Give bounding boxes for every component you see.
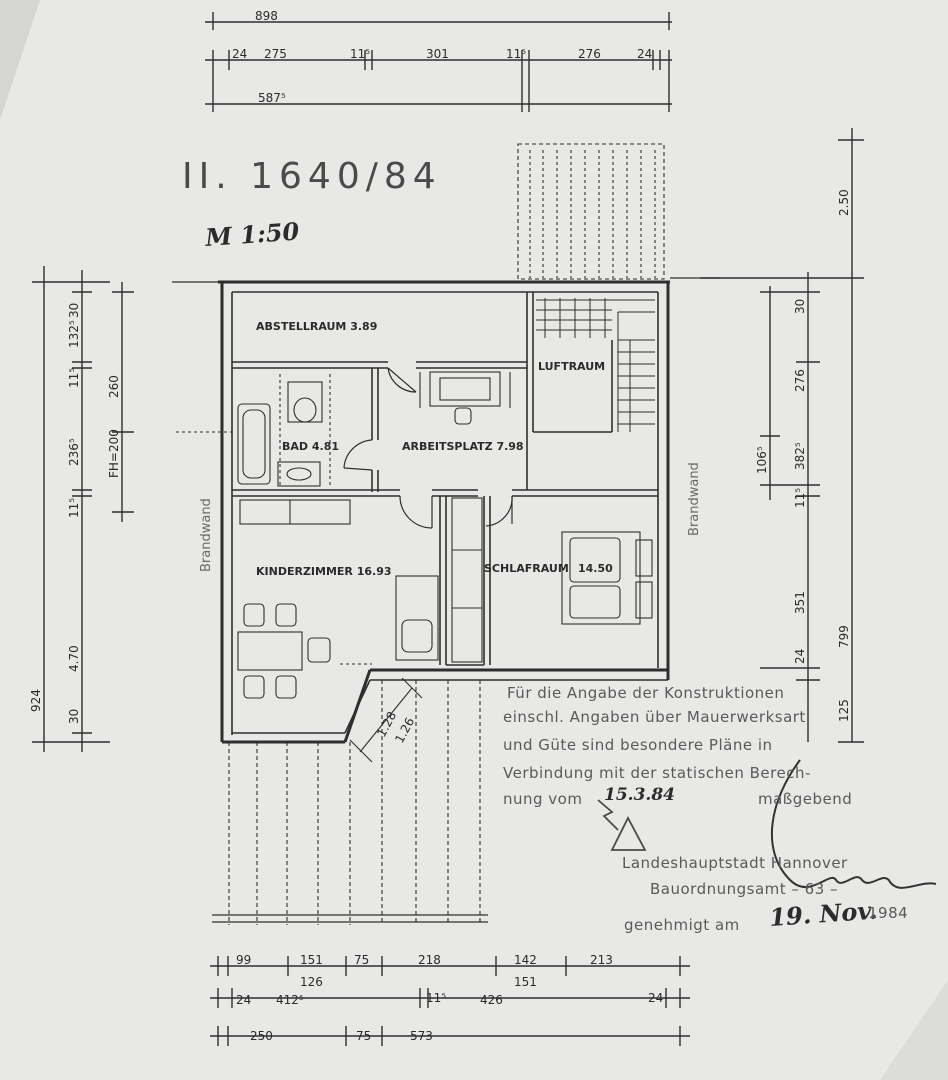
dim-left-4: 236⁵ (67, 438, 81, 466)
dim-left-2: 132⁵ (67, 320, 81, 348)
dim-left-5: 11⁵ (67, 498, 81, 518)
dim-bot-r1-6: 213 (590, 953, 613, 967)
dim-bot-r1-sub-2: 151 (514, 975, 537, 989)
dim-right-4: 382⁵ (793, 442, 807, 470)
kinderzimmer-furniture (237, 499, 439, 699)
dim-left-overall: 924 (29, 689, 43, 712)
dim-right-overall: 799 (837, 625, 851, 648)
dim-left-7: 30 (67, 709, 81, 724)
dim-bot-r2-2: 412⁵ (276, 993, 304, 1007)
dim-top-r3: 587⁵ (258, 91, 286, 105)
bottom-dimension-chain (210, 956, 690, 1046)
dim-bot-r1-3: 75 (354, 953, 369, 967)
dim-top-r2-4: 301 (426, 47, 449, 61)
scale-handwritten-note: M 1:50 (203, 216, 300, 252)
stamp-line-4: Verbindung mit der statischen Berech- (503, 764, 811, 782)
right-dimension-chain (700, 128, 864, 743)
dim-bot-r3-1: 250 (250, 1029, 273, 1043)
drawing-reference-number: II. 1640/84 (182, 156, 442, 197)
dim-top-overall: 898 (255, 9, 278, 23)
approval-triangle-icon (597, 799, 647, 851)
dim-top-r2-5: 11⁵ (506, 47, 526, 61)
left-dimension-labels: 30 132⁵ 11⁵ 236⁵ 11⁵ 4.70 30 924 260 FH=… (29, 303, 121, 724)
dim-bot-r2-4: 426 (480, 993, 503, 1007)
stamp-approved-label: genehmigt am (624, 916, 740, 934)
dim-bot-r1-4: 218 (418, 953, 441, 967)
inner-walls (232, 292, 658, 666)
dim-top-r2-3: 11⁵ (350, 47, 370, 61)
top-dimension-labels: 898 24 275 11⁵ 301 11⁵ 276 24 587⁵ (232, 9, 652, 105)
stamp-approved-year: 1984 (868, 904, 908, 922)
stamp-line-1: Für die Angabe der Konstruktionen (507, 684, 784, 702)
dim-right-1: 30 (793, 299, 807, 314)
signature (770, 759, 937, 889)
dim-bot-r1-sub-1: 126 (300, 975, 323, 989)
dim-left-inner-a: 260 (107, 375, 121, 398)
wardrobe (451, 497, 483, 663)
outer-walls (172, 277, 720, 744)
door-swings (343, 367, 513, 529)
diagonal-dimension (349, 677, 423, 763)
room-labels: ABSTELLRAUM 3.89 LUFTRAUM BAD 4.81 ARBEI… (256, 320, 613, 578)
dim-right-top: 2.50 (837, 189, 851, 216)
dim-bot-r2-3: 11⁵ (426, 991, 446, 1005)
room-label-luftraum: LUFTRAUM (538, 360, 605, 373)
dim-right-3: 106⁵ (755, 446, 769, 474)
top-dimension-chain (205, 12, 672, 112)
stamp-line-2: einschl. Angaben über Mauerwerksart (503, 708, 806, 726)
dim-bot-r2-1: 24 (236, 993, 251, 1007)
approval-stamp: Für die Angabe der Konstruktionen einsch… (503, 684, 908, 934)
dim-right-5: 11⁵ (793, 488, 807, 508)
dim-bot-r3-2: 75 (356, 1029, 371, 1043)
room-label-arbeitsplatz: ARBEITSPLATZ 7.98 (402, 440, 524, 453)
room-label-abstellraum: ABSTELLRAUM 3.89 (256, 320, 377, 333)
dim-right-2: 276 (793, 369, 807, 392)
firewall-label-left: Brandwand (199, 498, 214, 572)
bottom-dimension-labels: 99 151 75 218 142 213 126 151 24 412⁵ 11… (236, 953, 663, 1043)
room-label-kinderzimmer: KINDERZIMMER 16.93 (256, 565, 392, 578)
stamp-authority: Landeshauptstadt Hannover (622, 854, 848, 872)
dim-left-1: 30 (67, 303, 81, 318)
stamp-office: Bauordnungsamt – 63 – (650, 880, 838, 898)
dim-left-6: 4.70 (67, 645, 81, 672)
staircase (536, 298, 655, 432)
dim-top-r2-2: 275 (264, 47, 287, 61)
top-balcony (517, 143, 665, 280)
double-bed (561, 531, 653, 625)
dim-right-7: 24 (793, 649, 807, 664)
bathroom-fixtures (237, 374, 331, 487)
dim-right-6: 351 (793, 591, 807, 614)
dim-bot-r1-2: 151 (300, 953, 323, 967)
dim-top-r2-6: 276 (578, 47, 601, 61)
dim-bot-r2-5: 24 (648, 991, 663, 1005)
room-label-schlafraum: SCHLAFRAUM (484, 562, 569, 575)
left-dimension-chain (32, 266, 232, 752)
firewall-label-right: Brandwand (687, 462, 702, 536)
dim-bot-r1-1: 99 (236, 953, 251, 967)
dim-left-3: 11⁵ (67, 368, 81, 388)
right-dimension-labels: 2.50 30 276 106⁵ 382⁵ 11⁵ 351 24 125 799 (755, 189, 851, 722)
room-area-schlafraum: 14.50 (578, 562, 613, 575)
dim-bot-r3-3: 573 (410, 1029, 433, 1043)
stamp-line-3: und Güte sind besondere Pläne in (503, 736, 773, 754)
dim-bot-r1-5: 142 (514, 953, 537, 967)
dim-right-8: 125 (837, 699, 851, 722)
workplace-furniture (419, 371, 511, 425)
bottom-deck (228, 680, 481, 925)
dim-top-r2-7: 24 (637, 47, 652, 61)
room-label-bad: BAD 4.81 (282, 440, 339, 453)
dim-left-inner-b: FH=200 (107, 429, 121, 478)
stamp-line-5-b: maßgebend (758, 790, 852, 808)
stamp-line-5-a: nung vom (503, 790, 582, 808)
stamp-calc-date: 15.3.84 (604, 785, 675, 805)
dim-top-r2-1: 24 (232, 47, 247, 61)
